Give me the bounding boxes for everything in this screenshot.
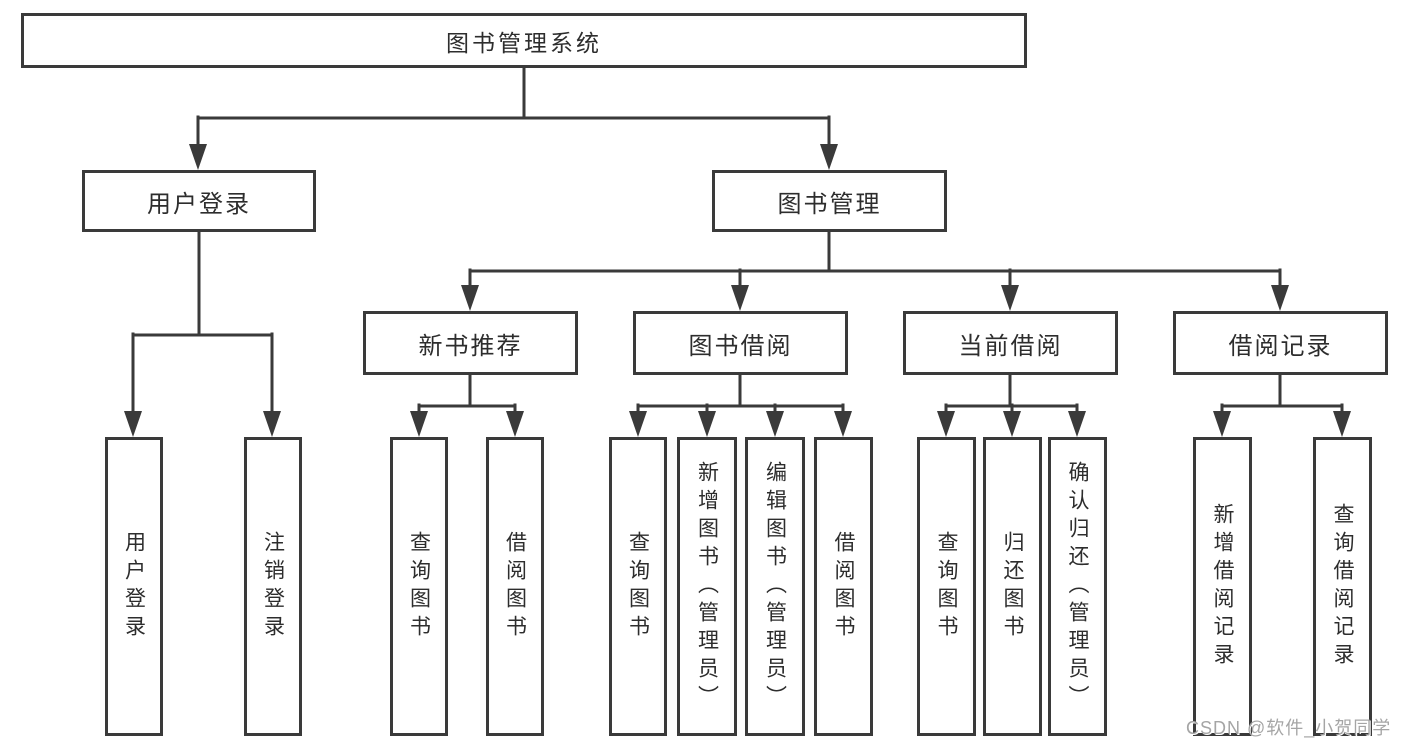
watermark: CSDN @软件_小贺同学 [1186,718,1392,738]
leaf-records-query-label: 查询借阅记录 [1331,502,1354,671]
arrowhead-icon [410,411,428,437]
leaf-records-add: 新增借阅记录 [1193,437,1252,736]
leaf-current-confirm-admin: 确认归还（管理员） [1048,437,1107,736]
arrowhead-icon [820,144,838,170]
arrowhead-icon [1333,411,1351,437]
leaf-bookborrow-edit-admin: 编辑图书（管理员） [745,437,805,736]
leaf-current-return-label: 归还图书 [1001,530,1024,643]
node-book-borrow-label: 图书借阅 [688,332,793,360]
node-root: 图书管理系统 [21,13,1027,68]
leaf-current-query: 查询图书 [917,437,976,736]
node-borrow-records: 借阅记录 [1173,311,1388,375]
arrowhead-icon [1271,285,1289,311]
arrowhead-icon [834,411,852,437]
arrowhead-icon [937,411,955,437]
arrowhead-icon [124,411,142,437]
leaf-newbook-borrow-label: 借阅图书 [503,530,527,643]
arrowhead-icon [189,144,207,170]
node-book-management: 图书管理 [712,170,947,232]
arrowhead-icon [629,411,647,437]
leaf-records-query: 查询借阅记录 [1313,437,1372,736]
arrowhead-icon [766,411,784,437]
leaf-current-confirm-admin-label: 确认归还（管理员） [1066,460,1089,713]
arrowhead-icon [461,285,479,311]
leaf-bookborrow-borrow-label: 借阅图书 [832,530,855,643]
node-book-borrow: 图书借阅 [633,311,848,375]
node-book-management-label: 图书管理 [777,190,882,218]
arrowhead-icon [1068,411,1086,437]
leaf-bookborrow-borrow: 借阅图书 [814,437,873,736]
leaf-newbook-borrow: 借阅图书 [486,437,544,736]
leaf-current-return: 归还图书 [983,437,1042,736]
leaf-records-add-label: 新增借阅记录 [1211,502,1234,671]
leaf-newbook-query-label: 查询图书 [407,530,431,643]
arrowhead-icon [1213,411,1231,437]
node-user-login: 用户登录 [82,170,316,232]
node-current-borrow-label: 当前借阅 [958,332,1063,360]
arrowhead-icon [698,411,716,437]
node-borrow-records-label: 借阅记录 [1228,332,1333,360]
node-new-book-recommend-label: 新书推荐 [418,332,523,360]
leaf-logout: 注销登录 [244,437,302,736]
leaf-current-query-label: 查询图书 [935,530,958,643]
leaf-user-login-label: 用户登录 [122,530,146,643]
leaf-user-login: 用户登录 [105,437,163,736]
node-current-borrow: 当前借阅 [903,311,1118,375]
leaf-bookborrow-query: 查询图书 [609,437,667,736]
arrowhead-icon [506,411,524,437]
leaf-bookborrow-add-admin: 新增图书（管理员） [677,437,737,736]
leaf-logout-label: 注销登录 [261,530,285,643]
arrowhead-icon [731,285,749,311]
arrowhead-icon [1001,285,1019,311]
leaf-bookborrow-edit-admin-label: 编辑图书（管理员） [763,460,787,713]
leaf-newbook-query: 查询图书 [390,437,448,736]
node-user-login-label: 用户登录 [147,190,251,218]
leaf-bookborrow-add-admin-label: 新增图书（管理员） [695,460,719,713]
node-root-label: 图书管理系统 [446,29,602,56]
arrowhead-icon [263,411,281,437]
arrowhead-icon [1003,411,1021,437]
leaf-bookborrow-query-label: 查询图书 [626,530,650,643]
node-new-book-recommend: 新书推荐 [363,311,578,375]
